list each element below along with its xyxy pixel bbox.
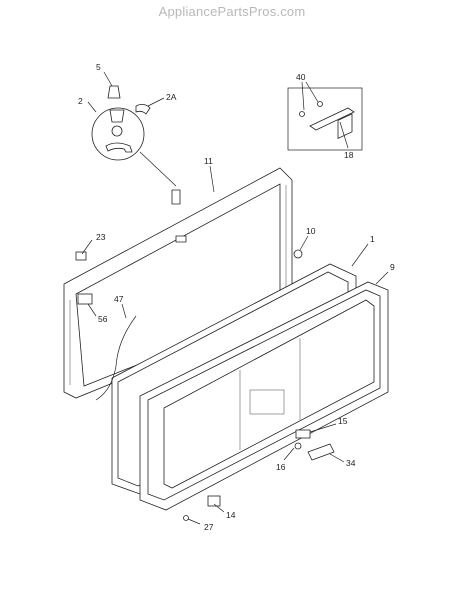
clip <box>135 104 151 115</box>
door-inner-sections <box>239 338 301 450</box>
callout-56: 56 <box>98 314 108 324</box>
screw-27 <box>183 515 189 521</box>
callout-40: 40 <box>296 72 306 82</box>
callout-27: 27 <box>204 522 214 532</box>
leader-lines <box>81 71 389 525</box>
hinge-detail <box>91 107 177 187</box>
callout-47: 47 <box>114 294 124 304</box>
cover-34 <box>307 443 335 461</box>
watermark-text: AppliancePartsPros.com <box>158 4 306 19</box>
callout-5: 5 <box>96 62 101 72</box>
knob <box>107 85 121 99</box>
outer-door-panel <box>139 281 389 511</box>
frame-hinge <box>171 189 187 243</box>
callout-2a: 2A <box>166 92 177 102</box>
callout-18: 18 <box>344 150 354 160</box>
callout-9: 9 <box>390 262 395 272</box>
wire-47 <box>95 315 137 401</box>
callout-16: 16 <box>276 462 286 472</box>
bracket-56 <box>77 293 93 305</box>
latch-15 <box>295 429 311 439</box>
callout-23: 23 <box>96 232 106 242</box>
screw-16 <box>294 442 302 450</box>
callout-34: 34 <box>346 458 356 468</box>
plug-10 <box>293 249 303 259</box>
callout-11: 11 <box>204 156 213 166</box>
callout-1: 1 <box>370 234 375 244</box>
liner-vent <box>337 113 353 139</box>
callout-2: 2 <box>78 96 83 106</box>
bracket-23 <box>75 251 87 261</box>
callout-15: 15 <box>338 416 348 426</box>
callout-labels: 5 2A 2 11 40 18 23 10 1 9 56 47 15 16 34… <box>78 62 395 532</box>
callout-14: 14 <box>226 510 236 520</box>
block-14 <box>207 495 221 507</box>
callout-10: 10 <box>306 226 316 236</box>
handle-inset <box>287 87 363 151</box>
